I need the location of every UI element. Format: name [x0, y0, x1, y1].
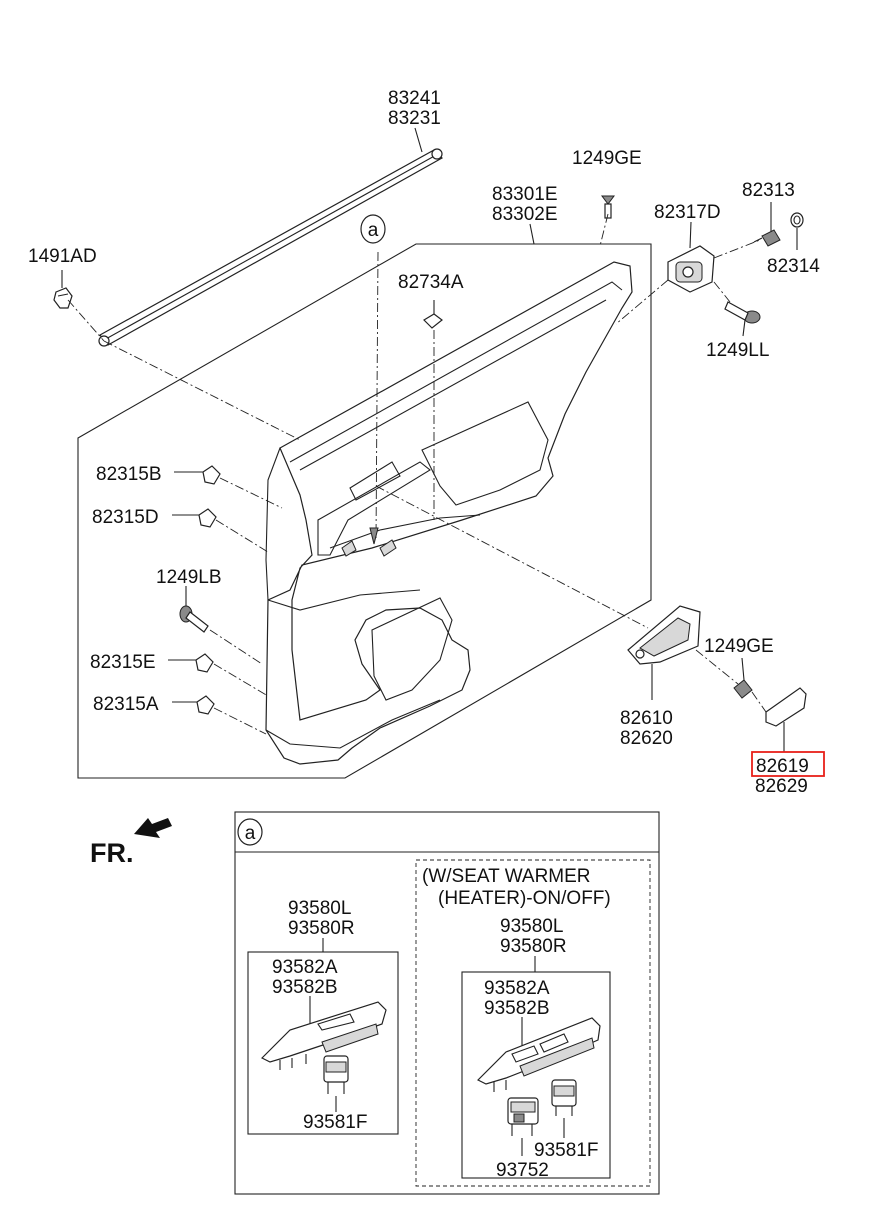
left-label-93580r: 93580R [288, 918, 355, 939]
label-82315e: 82315E [90, 652, 156, 673]
assembly-lines [67, 213, 767, 735]
clip-82734a [423, 313, 443, 329]
label-1249ge-right: 1249GE [704, 636, 774, 657]
switch-93581f-left [323, 1055, 349, 1094]
right-label-93581f: 93581F [534, 1140, 598, 1161]
front-arrow-icon [134, 818, 172, 838]
label-82610: 82610 [620, 708, 673, 729]
label-82315d: 82315D [92, 507, 159, 528]
cover-82619 [765, 687, 807, 727]
right-label-93582a: 93582A [484, 978, 550, 999]
label-82629: 82629 [755, 776, 808, 797]
right-label-93752: 93752 [496, 1160, 549, 1181]
bracket-82317d [667, 245, 715, 293]
left-label-93581f: 93581F [303, 1112, 367, 1133]
part-labels: 83241 83231 1249GE 83301E 83302E 82313 8… [28, 88, 820, 797]
highlighted-part-82619[interactable]: 82619 [751, 751, 825, 777]
clip-82315a [196, 695, 215, 715]
highlight-box [751, 751, 825, 777]
label-1249ge-top: 1249GE [572, 148, 642, 169]
label-82619: 82619 [756, 756, 809, 777]
door-trim-panel [265, 261, 633, 765]
clip-1491ad [53, 287, 73, 309]
switch-panel-seat-warmer: (W/SEAT WARMER (HEATER)-ON/OFF) 93580L 9… [415, 859, 651, 1187]
screw-1249ge-right [733, 679, 753, 699]
switch-93581f-right [551, 1079, 577, 1116]
label-82315b: 82315B [96, 464, 162, 485]
seat-warmer-heading-2: (HEATER)-ON/OFF) [438, 888, 611, 909]
grommet-82314 [790, 212, 804, 228]
label-82317d: 82317D [654, 202, 721, 223]
label-83302e: 83302E [492, 204, 558, 225]
right-label-93580l: 93580L [500, 916, 563, 937]
right-label-93582b: 93582B [484, 998, 550, 1019]
callout-a-detail[interactable]: a [237, 818, 263, 846]
callout-a-main-label: a [368, 220, 379, 241]
clip-82315e [195, 653, 214, 673]
label-1249ll: 1249LL [706, 340, 769, 361]
fr-label: FR. [90, 838, 134, 868]
label-82314: 82314 [767, 256, 820, 277]
label-82734a: 82734A [398, 272, 464, 293]
label-83231: 83231 [388, 108, 441, 129]
clip-82315b [202, 465, 221, 485]
weatherstrip-part [98, 148, 443, 347]
power-window-switch-right [476, 1017, 601, 1085]
screw-1249ll [724, 301, 761, 324]
handle-82610 [627, 605, 701, 665]
callout-a-main[interactable]: a [360, 214, 386, 244]
left-label-93582b: 93582B [272, 977, 338, 998]
switch-93752 [507, 1097, 539, 1136]
screw-1249lb [179, 605, 209, 633]
detail-a-panel: a 93580L 93580R 93582A 93582B 93581F [234, 811, 660, 1195]
switch-panel-standard: 93580L 93580R 93582A 93582B 93581F [247, 898, 399, 1135]
label-82315a: 82315A [93, 694, 159, 715]
right-label-93580r: 93580R [500, 936, 567, 957]
power-window-switch-left [260, 1001, 387, 1063]
left-label-93580l: 93580L [288, 898, 351, 919]
seat-warmer-heading-1: (W/SEAT WARMER [422, 866, 591, 887]
label-1249lb: 1249LB [156, 567, 222, 588]
front-direction-indicator: FR. [90, 818, 172, 868]
assembly-outline [77, 243, 652, 779]
label-83301e: 83301E [492, 184, 558, 205]
left-label-93582a: 93582A [272, 957, 338, 978]
label-82620: 82620 [620, 728, 673, 749]
screw-82313 [753, 229, 781, 247]
callout-a-detail-label: a [245, 823, 256, 844]
clip-82315d [198, 508, 217, 528]
screw-1249ge-top [601, 195, 615, 219]
label-83241: 83241 [388, 88, 441, 109]
label-82313: 82313 [742, 180, 795, 201]
label-1491ad: 1491AD [28, 246, 97, 267]
